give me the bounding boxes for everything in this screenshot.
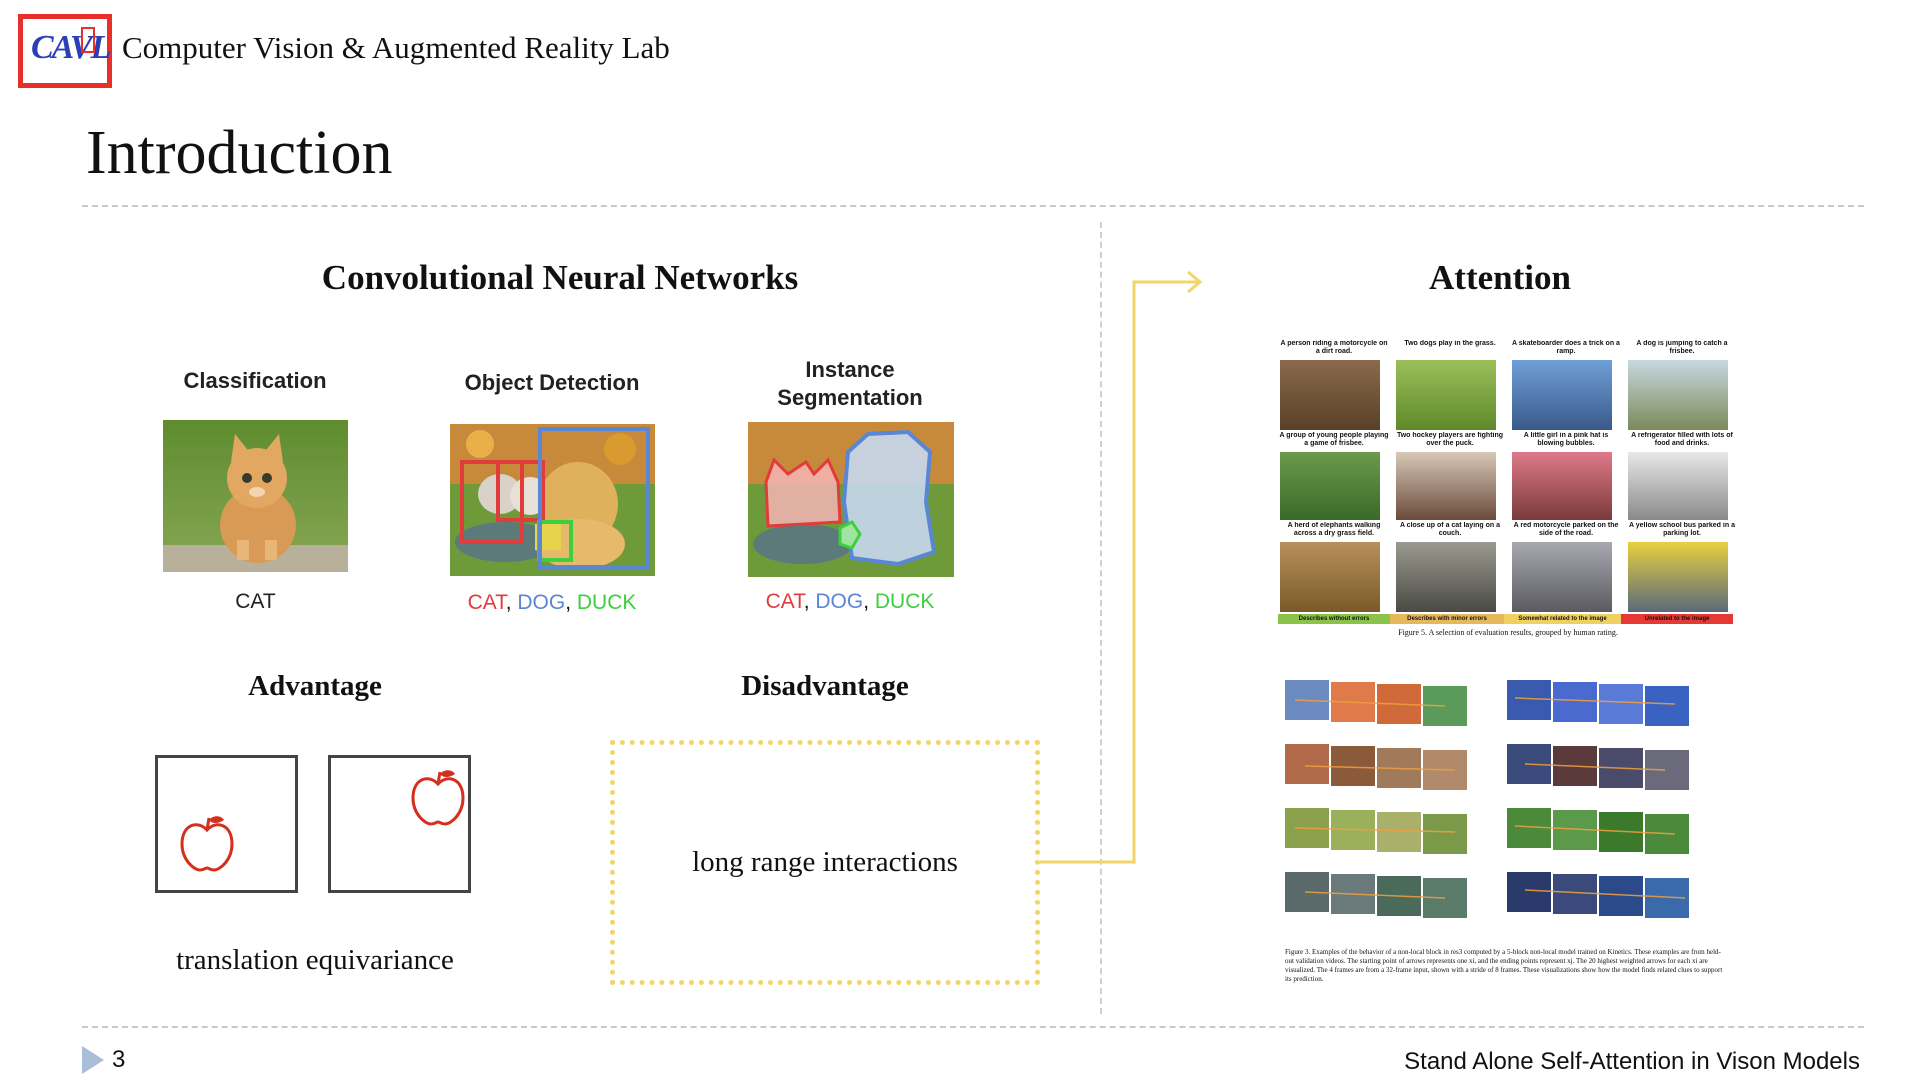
detection-caption: CAT, DOG, DUCK [440,591,664,615]
fig5-photo [1396,452,1496,520]
fig5-photo [1628,452,1728,520]
fig5-caption: A red motorcycle parked on the side of t… [1513,522,1619,537]
fig5-photo [1396,360,1496,430]
duck-label: DUCK [874,590,935,613]
comma: , [863,590,875,613]
fig5-caption: A person riding a motorcycle on a dirt r… [1280,340,1388,355]
apple-icon [180,816,234,872]
translation-box-right [328,755,471,893]
logo-text: CAVL [31,29,111,66]
cat-label: CAT [467,591,506,614]
fig5-caption: A little girl in a pink hat is blowing b… [1523,432,1609,447]
advantage-heading: Advantage [248,670,382,702]
fig5-caption: Two hockey players are fighting over the… [1396,432,1504,447]
segmentation-image [748,422,954,577]
lab-logo: CAVL [18,14,112,88]
segmentation-label-line1: Instance [805,357,895,382]
fig5-photo [1628,360,1728,430]
fig5-photo [1280,452,1380,520]
fig5-photo [1628,542,1728,612]
segmentation-caption: CAT, DOG, DUCK [740,590,960,614]
fig5-caption: Two dogs play in the grass. [1404,340,1496,347]
fig5-photo [1280,542,1380,612]
fig3-caption: Figure 3. Examples of the behavior of a … [1285,948,1723,983]
fig5-caption: A close up of a cat laying on a couch. [1399,522,1501,537]
page-number: 3 [112,1046,126,1073]
fig5-photo [1512,542,1612,612]
disadvantage-heading: Disadvantage [741,670,909,702]
duck-label: DUCK [576,591,637,614]
dog-label: DOG [815,590,864,613]
column-divider [1100,222,1102,1014]
cnn-heading: Convolutional Neural Networks [321,258,799,297]
comma: , [505,591,518,614]
logo-mark [81,27,95,53]
fig5-caption: A group of young people playing a game o… [1279,432,1389,447]
instance-segmentation-label: Instance Segmentation [740,356,960,412]
object-detection-label: Object Detection [464,370,640,395]
dog-label: DOG [517,591,566,614]
legend-somewhat: Somewhat related to the image [1504,614,1621,624]
footer-divider [82,1026,1864,1028]
footer-title: Stand Alone Self-Attention in Vison Mode… [1404,1048,1860,1075]
legend-unrelated: Unrelated to the image [1621,614,1733,624]
fig5-caption-text: Figure 5. A selection of evaluation resu… [1398,628,1618,637]
legend-good: Describes without errors [1278,614,1390,624]
advantage-caption: translation equivariance [176,944,454,976]
attention-heading: Attention [1429,258,1571,297]
detection-image [450,424,655,576]
fig5-photo [1512,360,1612,430]
slide-title: Introduction [86,119,393,187]
cat-label: CAT [765,590,804,613]
figure5: A person riding a motorcycle on a dirt r… [1278,340,1738,640]
connector-arrow [1040,270,1203,864]
long-range-text: long range interactions [692,846,958,878]
legend-minor: Describes with minor errors [1390,614,1504,624]
fig5-photo [1512,452,1612,520]
fig5-caption: A skateboarder does a trick on a ramp. [1512,340,1620,355]
fig5-caption: A refrigerator filled with lots of food … [1631,432,1733,447]
figure3 [1285,680,1689,918]
fig5-caption: A herd of elephants walking across a dry… [1287,522,1381,537]
fig5-caption: A dog is jumping to catch a frisbee. [1636,340,1728,355]
fig5-photo [1396,542,1496,612]
fig5-photo [1280,360,1380,430]
apple-icon [411,770,465,826]
lab-name: Computer Vision & Augmented Reality Lab [122,30,670,65]
comma: , [803,590,816,613]
fig5-caption: A yellow school bus parked in a parking … [1629,522,1735,537]
segmentation-label-line2: Segmentation [777,385,923,410]
translation-box-left [155,755,298,893]
header-divider [82,205,1864,207]
play-triangle-icon [82,1046,104,1074]
classification-caption: CAT [235,590,276,613]
long-range-box: long range interactions [610,740,1040,985]
classification-label: Classification [183,368,327,393]
kitten-image [163,420,348,572]
comma: , [565,591,577,614]
